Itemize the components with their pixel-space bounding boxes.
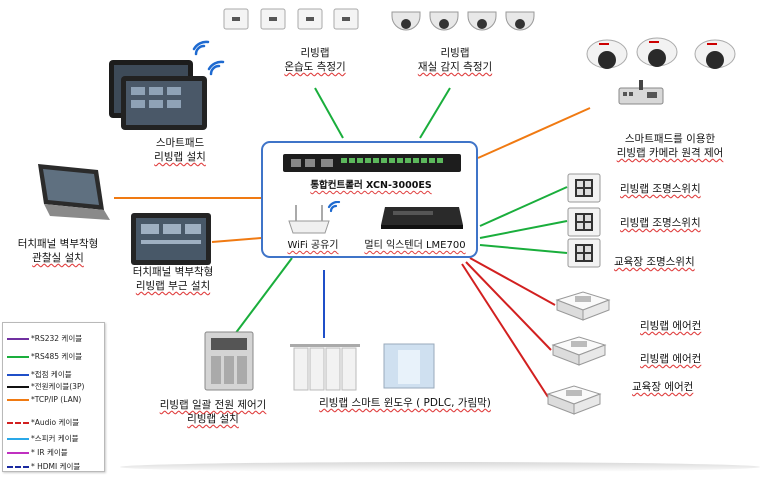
legend-row-rs485: *RS485 케이블 [7,351,82,362]
legend-swatch [7,355,29,358]
ac-label-3: 교육장 에어컨 [632,381,694,393]
smartpad-icon [103,40,233,132]
smart-window-icon [288,340,436,392]
legend-row-rs232: *RS232 케이블 [7,333,82,344]
ac-icon-2 [551,335,607,371]
light-switch-label-1: 리빙랩 조명스위치 [620,183,701,195]
smart-window-label: 리빙랩 스마트 윈도우 ( PDLC, 가림막) [319,397,491,409]
audio-line-ac-2 [465,261,552,351]
light-switch-icon-1 [567,173,601,203]
legend-swatch [7,465,29,468]
lan-line-touch-livinglab [211,237,262,243]
audio-line-ac-1 [469,257,556,306]
legend-row-speaker: *스피커 케이블 [7,433,79,444]
rs485-line-occupancy [419,87,451,139]
legend-swatch [7,398,29,401]
rs485-line-switch-1 [479,186,568,227]
occupancy-sensors [388,4,538,40]
ac-icon-3 [546,384,602,420]
wifi-label: WiFi 공유기 [287,240,339,251]
rs485-line-temp [314,87,344,139]
legend-swatch [7,337,29,340]
rs485-line-power-control [231,257,293,339]
legend-row-contact: *접점 케이블 [7,369,72,380]
ac-label-1: 리빙랩 에어컨 [640,320,702,332]
light-switch-label-2: 리빙랩 조명스위치 [620,217,701,229]
floor-shadow [120,462,760,472]
temp-humidity-sensors [220,5,360,35]
controller-device-icon [283,152,461,174]
touch-panel-livinglab-icon [130,212,212,266]
legend-swatch [7,451,29,454]
controller-group: 통합컨트롤러 XCN-3000ES WiFi 공유기 멀티 익스텐더 LME70… [261,141,478,258]
camera-icons [585,26,745,110]
ac-icon-1 [555,290,611,326]
legend-row-ir: * IR 케이블 [7,447,68,458]
legend-swatch [7,385,29,388]
ac-label-2: 리빙랩 에어컨 [640,353,702,365]
audio-line-ac-3 [461,263,549,398]
light-switch-icon-3 [567,238,601,268]
rs485-line-switch-2 [479,220,568,239]
light-switch-icon-2 [567,207,601,237]
lan-line-camera [477,107,591,159]
legend-swatch [7,373,29,376]
cable-legend: *RS232 케이블 *RS485 케이블 *접점 케이블 *전원케이블(3P)… [2,322,105,472]
legend-swatch [7,437,29,440]
legend-row-hdmi: * HDMI 케이블 [7,461,80,472]
touch-panel-observation-icon [28,160,114,224]
light-switch-label-3: 교육장 조명스위치 [614,256,695,268]
extender-label: 멀티 익스텐더 LME700 [364,240,466,251]
legend-row-audio: *Audio 케이블 [7,417,79,428]
legend-row-power: *전원케이블(3P) [7,381,84,392]
legend-row-lan: *TCP/IP (LAN) [7,395,81,404]
legend-swatch [7,421,29,424]
power-controller-icon [203,330,255,392]
controller-label: 통합컨트롤러 XCN-3000ES [310,180,432,191]
wifi-router-icon [285,200,349,237]
extender-icon [379,205,465,231]
rs485-line-switch-3 [479,244,568,254]
